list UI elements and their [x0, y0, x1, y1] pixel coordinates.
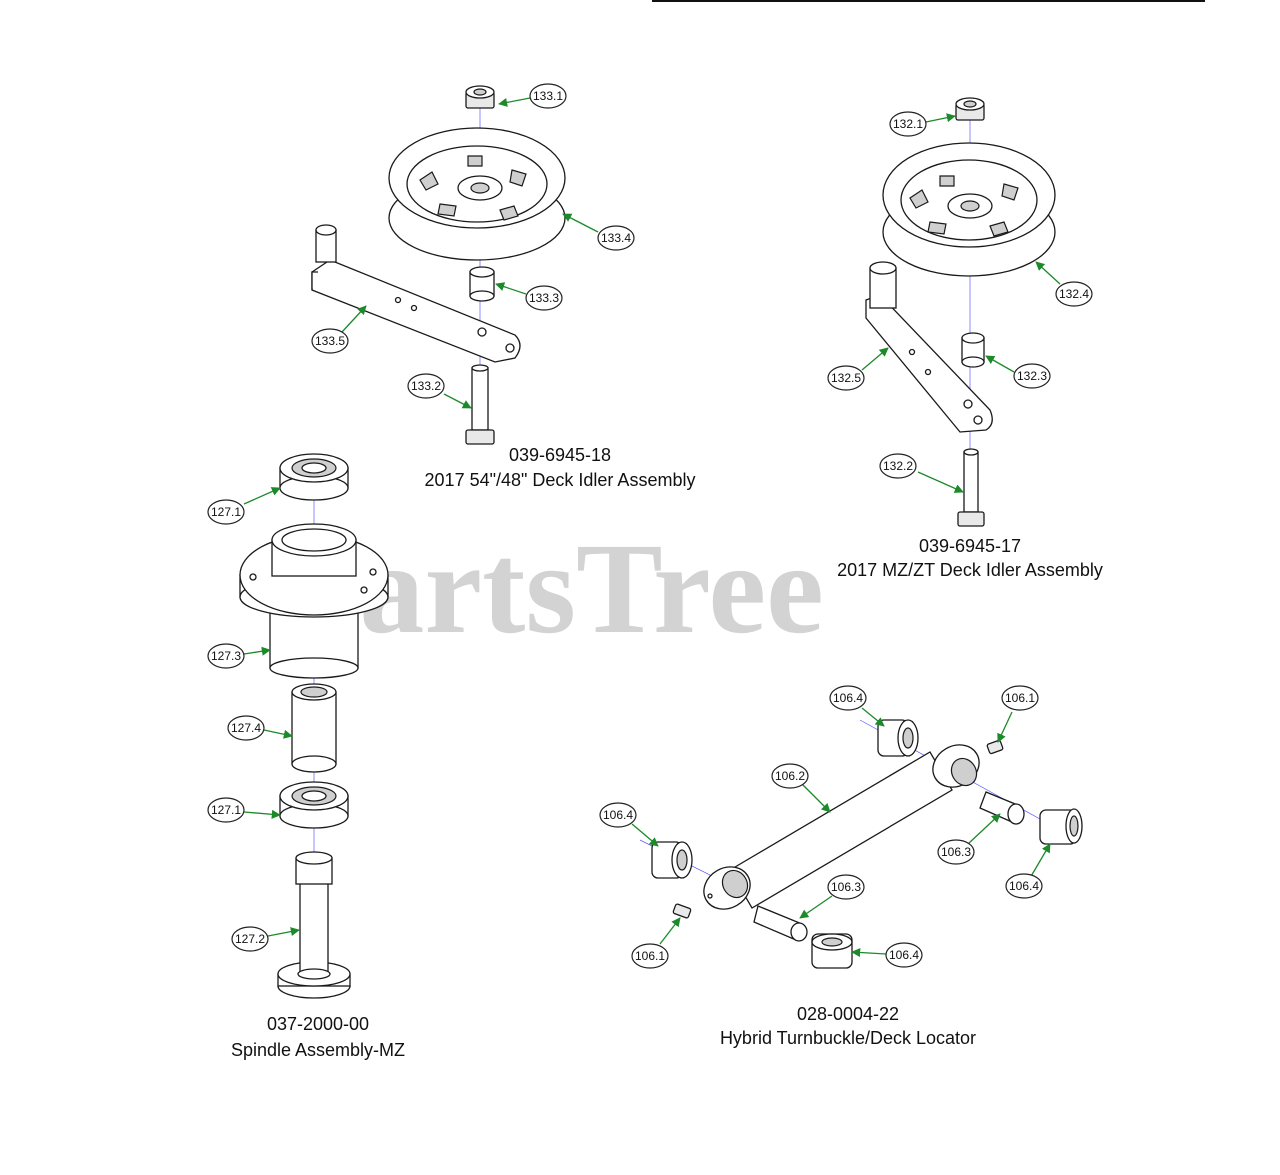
callout-132-4[interactable]: 132.4: [1035, 261, 1093, 307]
assembly-name: Hybrid Turnbuckle/Deck Locator: [720, 1028, 976, 1048]
bolt-132-2[interactable]: [957, 448, 985, 527]
callout-label: 133.5: [315, 334, 345, 348]
callout-label: 132.1: [893, 117, 923, 131]
callout-label: 106.4: [889, 948, 919, 962]
callout-106-4-top[interactable]: 106.4: [829, 685, 885, 727]
bushing-106-4-right[interactable]: [1039, 808, 1083, 845]
callout-label: 133.3: [529, 291, 559, 305]
callout-127-2[interactable]: 127.2: [231, 926, 300, 952]
callout-132-5[interactable]: 132.5: [827, 347, 889, 391]
callout-106-4-bottom[interactable]: 106.4: [851, 942, 923, 968]
bushing-106-4-left[interactable]: [651, 841, 693, 879]
spindle-housing-127-3[interactable]: [239, 523, 389, 679]
callout-106-1-top[interactable]: 106.1: [997, 685, 1039, 743]
callout-106-2[interactable]: 106.2: [771, 763, 831, 813]
callout-127-1-bottom[interactable]: 127.1: [207, 797, 281, 823]
callout-133-1[interactable]: 133.1: [498, 83, 567, 109]
turnbuckle-tube-106-2[interactable]: [696, 737, 987, 918]
idler-arm-132-5[interactable]: [865, 261, 993, 433]
assembly-name: 2017 MZ/ZT Deck Idler Assembly: [837, 560, 1103, 580]
spacer-106-3-right[interactable]: [979, 791, 1025, 825]
callout-label: 127.2: [235, 932, 265, 946]
callout-106-3-bottom[interactable]: 106.3: [799, 874, 865, 919]
assembly-deck-idler-mz-zt: 132.1 132.4 132.5 132.3 132.2 039-6945-1…: [827, 97, 1103, 580]
spacer-132-3[interactable]: [961, 332, 985, 368]
assembly-name: Spindle Assembly-MZ: [231, 1040, 405, 1060]
callout-label: 133.1: [533, 89, 563, 103]
callout-127-1-top[interactable]: 127.1: [207, 487, 281, 525]
callout-127-4[interactable]: 127.4: [227, 715, 293, 741]
bearing-127-1-top[interactable]: [279, 453, 349, 501]
spacer-133-3[interactable]: [469, 266, 495, 302]
assembly-hybrid-turnbuckle: 106.4 106.1 106.2 106.4 106.3 106.4: [599, 685, 1083, 1048]
assembly-deck-idler-54-48: 133.1 133.4 133.3 133.5 133.2 039-6945-1…: [311, 83, 696, 490]
callout-label: 127.3: [211, 649, 241, 663]
callout-label: 132.4: [1059, 287, 1089, 301]
callout-label: 132.3: [1017, 369, 1047, 383]
callout-127-3[interactable]: 127.3: [207, 643, 271, 669]
assembly-spindle-mz: 127.1 127.3 127.4 127.1 127.2 037-2000-0…: [207, 453, 405, 1060]
assembly-part-number: 037-2000-00: [267, 1014, 369, 1034]
callout-106-4-left[interactable]: 106.4: [599, 802, 659, 847]
callout-label: 106.1: [635, 949, 665, 963]
assembly-part-number: 028-0004-22: [797, 1004, 899, 1024]
callout-label: 132.2: [883, 459, 913, 473]
callout-label: 106.3: [831, 880, 861, 894]
callout-label: 127.4: [231, 721, 261, 735]
idler-arm-133-5[interactable]: [311, 224, 521, 363]
pulley-133-4[interactable]: [388, 127, 566, 261]
callout-106-3-right[interactable]: 106.3: [937, 813, 1001, 865]
callout-label: 106.4: [1009, 879, 1039, 893]
callout-label: 106.2: [775, 769, 805, 783]
callout-label: 133.2: [411, 379, 441, 393]
callout-label: 106.4: [603, 808, 633, 822]
spacer-106-3-bottom[interactable]: [753, 905, 808, 942]
spacer-tube-127-4[interactable]: [291, 683, 337, 773]
callout-label: 133.4: [601, 231, 631, 245]
callout-label: 106.3: [941, 845, 971, 859]
bushing-106-4-bottom[interactable]: [811, 933, 853, 969]
callout-106-4-right[interactable]: 106.4: [1005, 843, 1051, 899]
callout-label: 127.1: [211, 803, 241, 817]
callout-label: 106.1: [1005, 691, 1035, 705]
assembly-part-number: 039-6945-17: [919, 536, 1021, 556]
assembly-part-number: 039-6945-18: [509, 445, 611, 465]
nut-133-1[interactable]: [465, 85, 495, 109]
spindle-shaft-127-2[interactable]: [277, 851, 351, 999]
bolt-133-2[interactable]: [465, 364, 495, 445]
callout-132-2[interactable]: 132.2: [879, 453, 964, 493]
callout-132-1[interactable]: 132.1: [889, 111, 956, 137]
bearing-127-1-bottom[interactable]: [279, 781, 349, 829]
callout-label: 106.4: [833, 691, 863, 705]
callout-133-5[interactable]: 133.5: [311, 305, 367, 354]
grease-fitting-106-1-bottom[interactable]: [672, 903, 692, 919]
assembly-name: 2017 54"/48" Deck Idler Assembly: [425, 470, 696, 490]
callout-label: 132.5: [831, 371, 861, 385]
callout-132-3[interactable]: 132.3: [985, 355, 1051, 389]
callout-133-2[interactable]: 133.2: [407, 373, 472, 409]
grease-fitting-106-1-top[interactable]: [986, 739, 1004, 755]
callout-label: 127.1: [211, 505, 241, 519]
callout-133-4[interactable]: 133.4: [562, 213, 635, 251]
callout-106-1-bottom[interactable]: 106.1: [631, 917, 681, 969]
pulley-132-4[interactable]: [882, 142, 1056, 277]
nut-132-1[interactable]: [955, 97, 985, 121]
bushing-106-4-top[interactable]: [877, 719, 919, 757]
callout-133-3[interactable]: 133.3: [495, 282, 563, 311]
